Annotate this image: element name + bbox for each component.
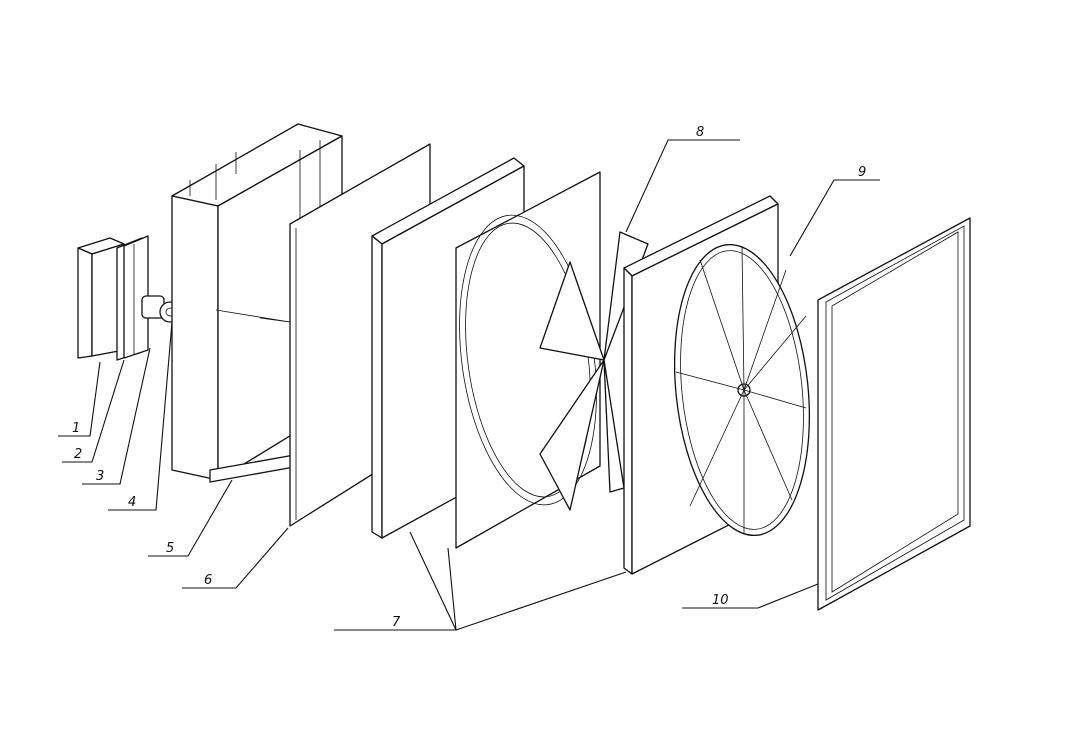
callout-8: 8 [696, 125, 704, 140]
part-9-rotor-disc [673, 243, 811, 537]
callout-7: 7 [392, 615, 401, 630]
callout-3: 3 [96, 469, 104, 484]
part-1-enclosure-box [77, 237, 125, 359]
callout-1: 1 [72, 421, 80, 436]
callout-labels: 1 2 3 4 5 6 7 8 9 10 [72, 125, 866, 630]
part-2-mounting-plates [116, 235, 149, 361]
leader-lines [58, 139, 880, 631]
callout-9: 9 [858, 165, 866, 180]
callout-2: 2 [74, 447, 82, 462]
callout-10: 10 [712, 593, 729, 608]
callout-5: 5 [166, 541, 174, 556]
part-10-outer-frame [817, 217, 971, 611]
callout-4: 4 [128, 495, 136, 510]
callout-6: 6 [204, 573, 212, 588]
